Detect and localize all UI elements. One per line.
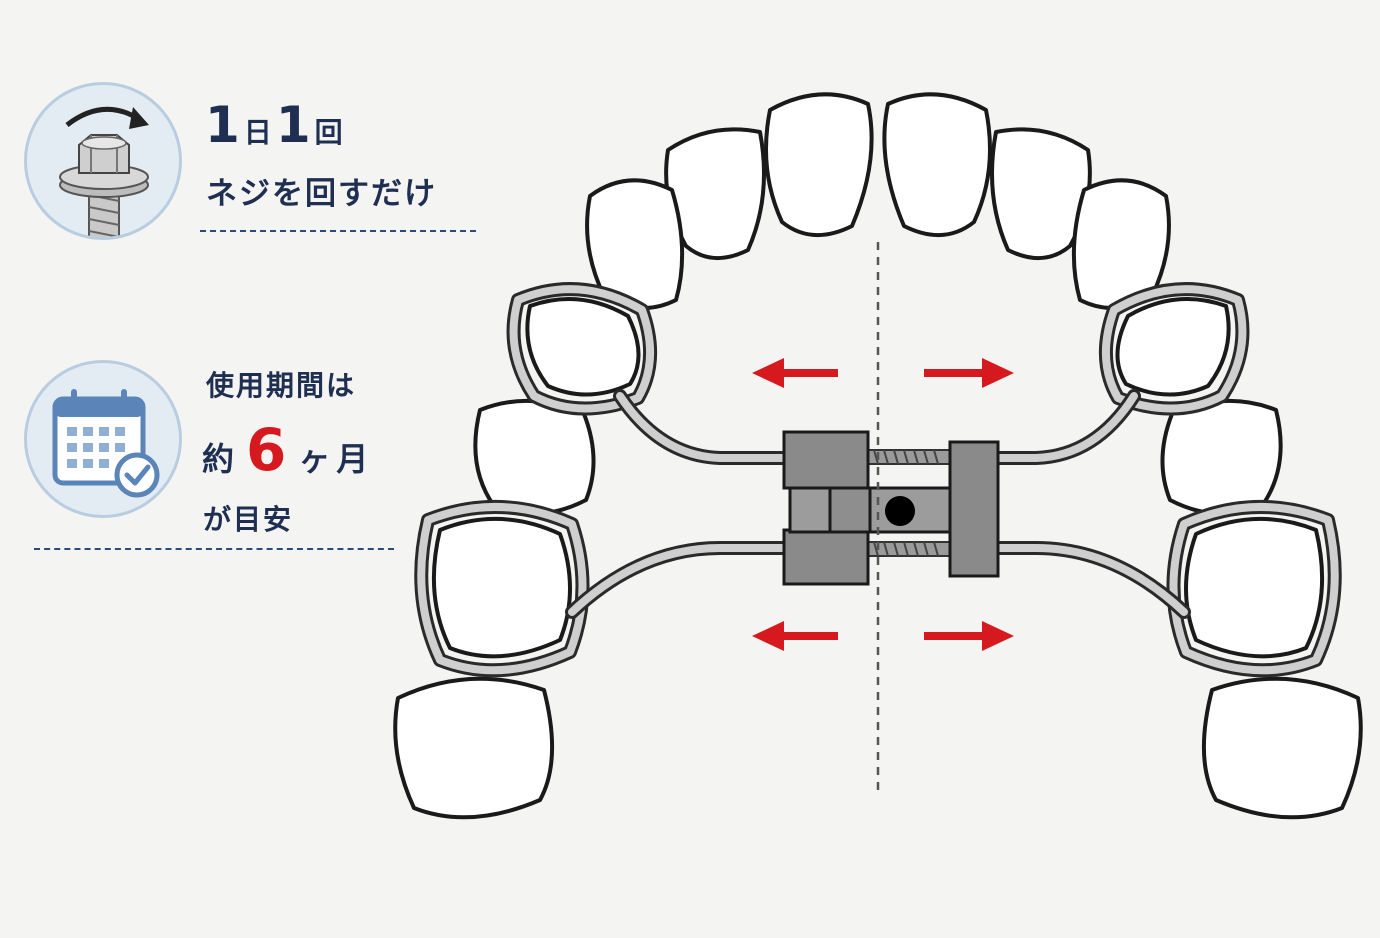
tooth-molar-2-right	[1201, 676, 1363, 820]
arrow-upper-right	[924, 358, 1014, 388]
screw-block-right	[948, 440, 1000, 578]
threaded-rods	[865, 449, 953, 557]
screw-block-left-bottom	[782, 528, 870, 586]
tooth-molar-2-left	[393, 676, 555, 820]
arrow-upper-left	[752, 358, 838, 388]
tooth-molar-1-right	[1184, 517, 1325, 659]
expansion-screw	[782, 430, 1000, 586]
tooth-incisor-1	[764, 92, 874, 238]
frequency-action: ネジを回すだけ	[206, 176, 437, 212]
divider-1	[200, 230, 476, 232]
screw-rotate-icon	[59, 106, 149, 237]
screw-icon-circle	[24, 82, 182, 240]
tooth-premolar-2-right	[1160, 398, 1283, 516]
duration-unit: ヶ月	[298, 440, 375, 478]
tooth-incisor-2	[882, 92, 992, 238]
frequency-unit-times: 回	[314, 116, 343, 149]
calendar-check-icon	[52, 389, 160, 498]
frequency-count-2: 1	[275, 96, 311, 154]
duration-suffix: が目安	[203, 503, 294, 536]
divider-2	[34, 548, 394, 550]
tooth-premolar-2-left	[473, 398, 596, 516]
duration-label: 使用期間は	[206, 369, 357, 402]
frequency-count-1: 1	[205, 96, 240, 154]
frequency-unit-day: 日	[243, 116, 272, 149]
arm-lower-left	[565, 541, 797, 619]
duration-months: 6	[246, 416, 287, 484]
screw-key-hole	[885, 496, 915, 526]
calendar-icon-circle	[24, 360, 182, 518]
arrow-lower-right	[924, 621, 1014, 651]
arrow-lower-left	[752, 621, 838, 651]
tooth-lateral-right	[990, 127, 1092, 261]
tooth-canine-left	[585, 178, 685, 311]
tooth-premolar-1-left	[525, 296, 641, 397]
screw-block-left-top	[782, 430, 870, 490]
duration-prefix: 約	[202, 440, 235, 478]
tooth-molar-1-left	[431, 517, 572, 659]
tooth-premolar-1-right	[1115, 296, 1231, 397]
